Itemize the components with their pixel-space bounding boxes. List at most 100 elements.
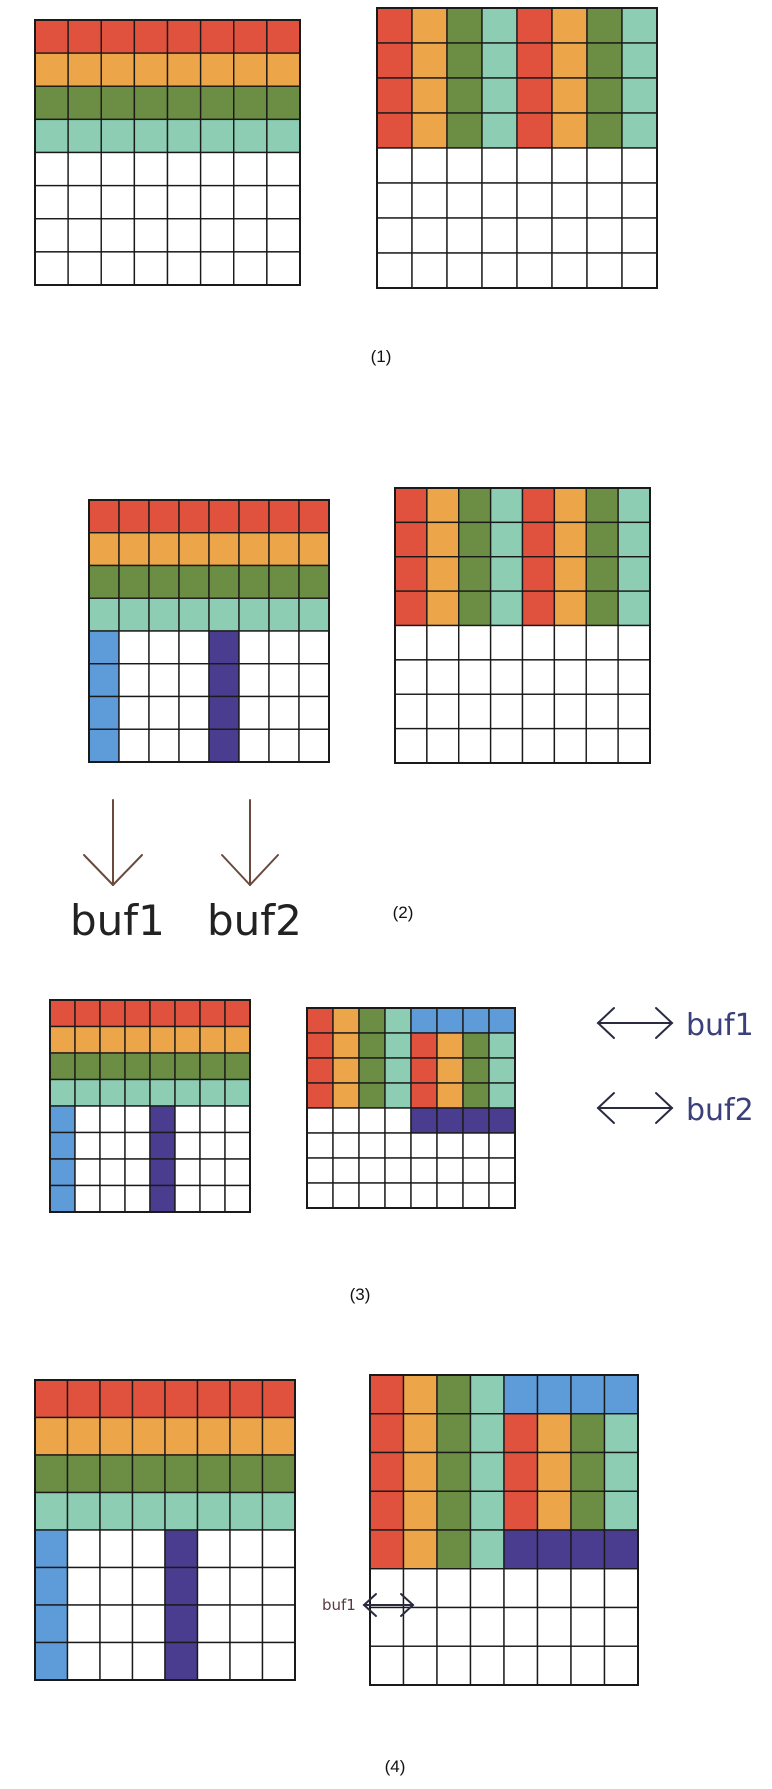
grid-cell [586,182,623,219]
grid-cell [34,52,69,87]
grid-cell [233,218,268,253]
grid-cell [621,112,658,149]
grid-cell [436,1374,472,1415]
grid-cell [551,7,588,44]
grid-cell [268,597,300,632]
grid-cell [124,1105,151,1134]
step3-arrows [596,1007,674,1124]
grid-cell [369,1374,405,1415]
grid-cell [74,1131,101,1160]
grid-step4-left [34,1379,296,1681]
grid-cell [268,532,300,567]
grid-cell [458,521,492,558]
grid-cell [196,1604,231,1644]
grid-cell [551,112,588,149]
grid-cell [489,624,524,661]
grid-cell [133,251,169,286]
grid-cell [306,1082,334,1109]
grid-cell [503,1645,539,1686]
grid-cell [376,252,413,289]
grid-cell [178,728,210,763]
grid-cell [199,151,235,187]
grid-cell [67,251,102,286]
grid-cell [585,590,619,627]
grid-cell [306,1057,334,1084]
grid-cell [469,1529,505,1570]
grid-cell [489,693,524,730]
grid-cell [603,1568,639,1609]
grid-cell [88,728,120,763]
grid-cell [570,1451,606,1492]
grid-cell [462,1157,490,1184]
grid-cell [66,1491,101,1531]
grid-cell [133,52,169,87]
grid-cell [603,1413,639,1454]
grid-cell [516,217,553,254]
grid-cell [196,1641,231,1681]
grid-cell [99,1491,134,1531]
grid-cell [481,112,518,149]
grid-cell [551,147,588,184]
grid-cell [358,1182,386,1209]
grid-cell [332,1057,360,1084]
grid-cell [469,1606,505,1647]
grid-cell [149,999,176,1028]
grid-cell [521,487,556,524]
grid-cell [411,7,448,44]
grid-cell [166,251,202,286]
grid-cell [118,663,150,698]
grid-cell [436,1132,464,1159]
grid-cell [88,532,120,567]
grid-cell [268,630,300,665]
grid-cell [199,1052,226,1081]
grid-cell [67,184,102,220]
grid-cell [196,1529,231,1569]
grid-cell [446,112,483,149]
grid-cell [100,251,136,286]
grid-cell [199,251,235,286]
grid-cell [49,1025,76,1054]
grid-cell [174,999,201,1028]
grid-cell [369,1606,405,1647]
grid-cell [133,85,169,121]
grid-cell [298,597,330,632]
grid-cell [133,151,169,187]
grid-cell [617,659,651,695]
grid-cell [585,556,619,592]
grid-cell [34,118,69,154]
grid-cell [384,1107,412,1134]
grid-cell [458,659,492,695]
grid-cell [164,1529,199,1569]
grid-cell [426,659,460,695]
grid-cell [553,521,587,558]
grid-cell [99,1641,134,1681]
grid-cell [199,1025,226,1054]
grid-cell [306,1032,334,1059]
grid-cell [74,999,101,1028]
grid-cell [551,42,588,79]
grid-cell [224,1025,251,1054]
grid-cell [617,487,651,524]
grid-cell [446,7,483,44]
buf1-label: buf1 [70,896,165,945]
grid-cell [402,1490,438,1531]
grid-cell [148,695,180,730]
grid-cell [268,564,300,599]
grid-cell [521,556,556,592]
grid-cell [586,77,623,114]
grid-cell [516,112,553,149]
grid-cell [229,1641,264,1681]
grid-cell [124,1184,151,1213]
grid-cell [617,590,651,627]
grid-cell [208,597,240,632]
grid-cell [384,1082,412,1109]
grid-cell [229,1604,264,1644]
grid-cell [536,1568,572,1609]
grid-cell [261,1529,296,1569]
grid-cell [224,1158,251,1187]
grid-cell [118,695,150,730]
grid-cell [49,1105,76,1134]
grid-cell [118,499,150,534]
grid-border [369,1374,639,1686]
grid-cell [131,1641,166,1681]
